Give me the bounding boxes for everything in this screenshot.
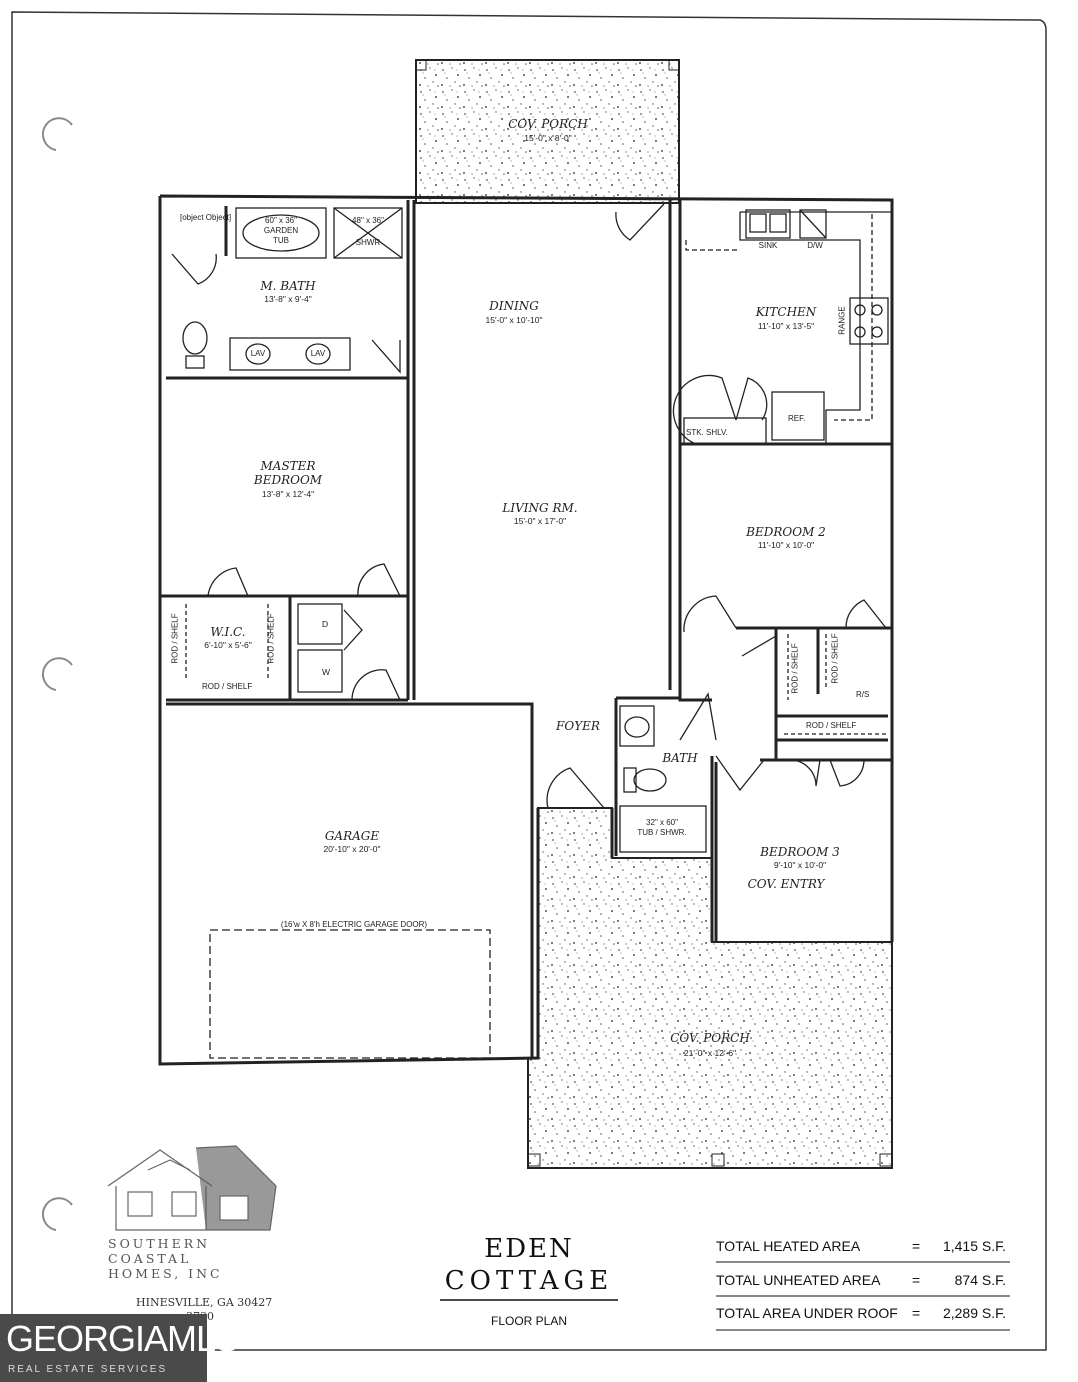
shower-label: SHWR — [355, 238, 381, 247]
master-bath-label: M. BATH — [260, 279, 316, 293]
totals-label: TOTAL UNHEATED AREA — [716, 1272, 881, 1288]
front-porch-label: COV. PORCH — [670, 1031, 750, 1045]
closet-rod-shelf-2: ROD / SHELF — [830, 633, 840, 684]
living-room-dims: 15'-0" x 17'-0" — [513, 516, 567, 526]
dining-label: DINING — [489, 299, 539, 313]
wic-rod-shelf-bottom: ROD / SHELF — [202, 682, 253, 691]
binder-holes — [41, 117, 73, 1231]
covered-entry-label: COV. ENTRY — [747, 877, 825, 891]
rear-porch-label: COV. PORCH — [508, 117, 588, 131]
front-porch-dims: 21'-0" x 12'-6" — [683, 1048, 737, 1058]
garage-door-label: (16'w X 8'h ELECTRIC GARAGE DOOR) — [280, 920, 428, 929]
plan-title-line-2: COTTAGE — [444, 1266, 614, 1296]
bedroom-2-label: BEDROOM 2 — [746, 525, 826, 539]
builder-name-line-1: SOUTHERN — [108, 1236, 211, 1251]
totals-row: TOTAL HEATED AREA = 1,415 S.F. — [716, 1238, 1006, 1258]
totals-value: 874 S.F. — [954, 1272, 1006, 1288]
totals-eq: = — [912, 1272, 921, 1288]
mls-watermark: GEORGIAMLS REAL ESTATE SERVICES — [0, 1314, 239, 1382]
walls — [158, 194, 894, 1066]
builder-logo — [107, 1145, 277, 1231]
range-label: RANGE — [837, 306, 847, 335]
linen-label: [object Object] — [180, 213, 232, 222]
wic-rod-shelf-right: ROD / SHELF — [266, 613, 276, 664]
washer-label: W — [322, 667, 331, 677]
totals-label: TOTAL AREA UNDER ROOF — [716, 1305, 898, 1321]
bath-label: BATH — [662, 751, 698, 765]
closet-rod-shelf-1: ROD / SHELF — [790, 643, 800, 694]
builder-name: SOUTHERN COASTAL HOMES, INC — [108, 1236, 223, 1281]
plan-title-line-1: EDEN — [484, 1234, 574, 1264]
tub-label-2: TUB — [273, 236, 289, 245]
closet-rs-label: R/S — [856, 690, 870, 699]
dryer-label: D — [322, 619, 329, 629]
shower-size: 48" x 36" — [352, 216, 384, 225]
totals-value: 1,415 S.F. — [942, 1238, 1006, 1254]
dining-dims: 15'-0" x 10'-10" — [485, 315, 543, 325]
sheet-border — [11, 11, 1047, 1351]
master-bedroom-label-2: BEDROOM — [253, 473, 323, 487]
living-room-label: LIVING RM. — [502, 501, 578, 515]
lav-label-1: LAV — [250, 349, 266, 358]
totals-eq: = — [912, 1238, 921, 1254]
stock-shelf-label: STK. SHLV. — [686, 428, 728, 437]
totals-row: TOTAL UNHEATED AREA = 874 S.F. — [716, 1272, 1006, 1292]
wic-dims: 6'-10" x 5'-6" — [204, 640, 252, 650]
rear-porch-slab — [415, 59, 680, 204]
closet-rod-shelf-3: ROD / SHELF — [806, 721, 857, 730]
builder-name-line-3: HOMES, INC — [108, 1266, 223, 1281]
foyer-label: FOYER — [556, 719, 600, 733]
kitchen-dims: 11'-10" x 13'-5" — [757, 321, 815, 331]
totals-value: 2,289 S.F. — [942, 1305, 1006, 1321]
front-porch-slab — [527, 807, 893, 1169]
totals-eq: = — [912, 1305, 921, 1321]
totals-label: TOTAL HEATED AREA — [716, 1238, 861, 1254]
plan-subtitle: FLOOR PLAN — [490, 1314, 568, 1328]
bedroom-2-dims: 11'-10" x 10'-0" — [757, 540, 815, 550]
builder-location: HINESVILLE, GA 30427 — [136, 1296, 273, 1309]
kitchen-label: KITCHEN — [755, 305, 817, 319]
tub-size: 60" x 36" — [265, 216, 297, 225]
totals-row: TOTAL AREA UNDER ROOF = 2,289 S.F. — [716, 1305, 1006, 1325]
bedroom-3-dims: 9'-10" x 10'-0" — [773, 860, 827, 870]
rear-porch-dims: 15'-0" x 8'-0" — [524, 133, 572, 143]
wic-rod-shelf-left: ROD / SHELF — [170, 613, 180, 664]
bedroom-3-label: BEDROOM 3 — [760, 845, 840, 859]
garage-dims: 20'-10" x 20'-0" — [323, 844, 381, 854]
tub-label: GARDEN — [263, 226, 299, 235]
garage-label: GARAGE — [324, 829, 380, 843]
master-bedroom-label: MASTER — [260, 459, 316, 473]
builder-name-line-2: COASTAL — [108, 1251, 192, 1266]
fridge-label: REF. — [788, 414, 806, 423]
tub-shower-label: TUB / SHWR. — [637, 828, 687, 837]
lav-label-2: LAV — [310, 349, 326, 358]
tub-shower-size: 32" x 60" — [646, 818, 678, 827]
mls-watermark-name: GEORGIAMLS — [6, 1318, 239, 1359]
fixtures — [171, 203, 892, 1059]
master-bath-dims: 13'-8" x 9'-4" — [264, 294, 312, 304]
mls-watermark-sub: REAL ESTATE SERVICES — [8, 1364, 168, 1375]
dishwasher-label: D/W — [807, 241, 823, 250]
sink-label: SINK — [758, 241, 778, 250]
master-bedroom-dims: 13'-8" x 12'-4" — [261, 489, 315, 499]
wic-label: W.I.C. — [210, 625, 246, 639]
